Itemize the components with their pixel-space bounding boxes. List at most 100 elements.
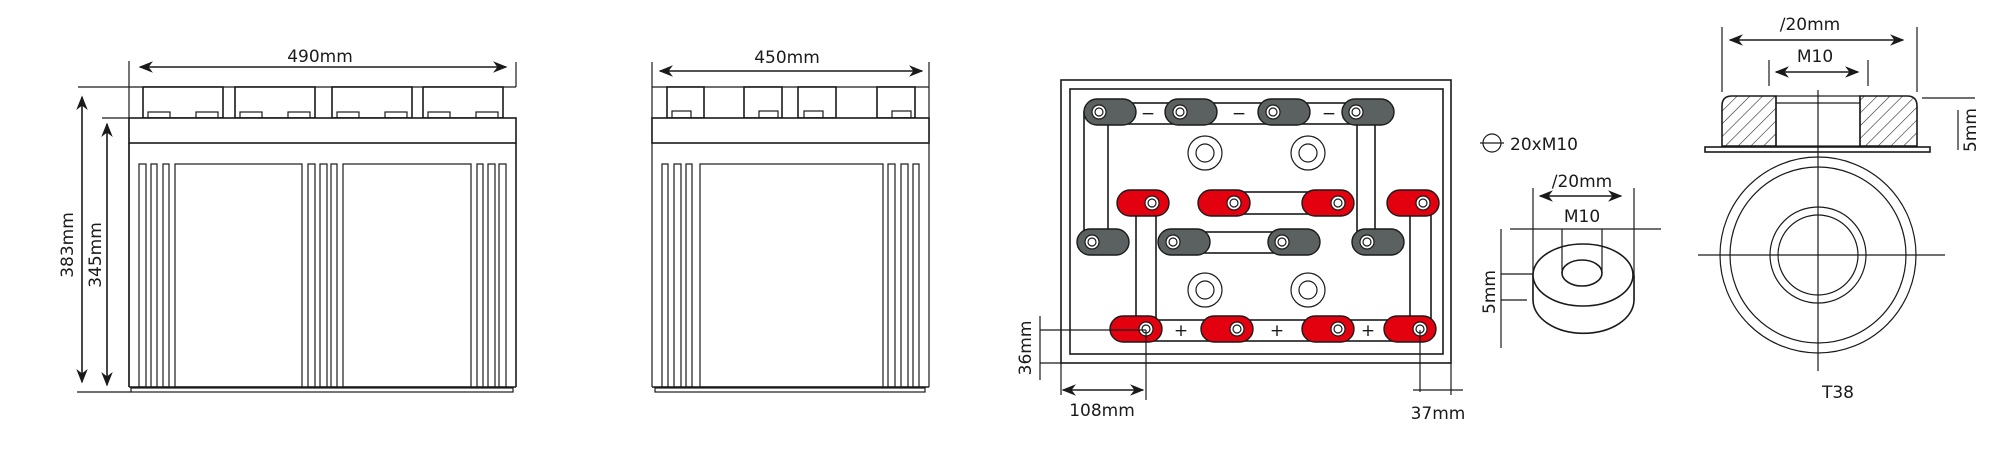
- cooling-fin: [307, 163, 316, 388]
- positive-terminal: [1197, 189, 1251, 217]
- negative-sign: −: [1232, 104, 1246, 124]
- row-offset-label: 36mm: [1016, 321, 1036, 376]
- terminal-hole: [1351, 107, 1361, 117]
- vent-plug: [1187, 272, 1223, 308]
- vent-plug: [1187, 135, 1223, 171]
- terminal-hole: [1226, 195, 1242, 211]
- label-panel: [699, 163, 884, 388]
- negative-sign: −: [1141, 104, 1155, 124]
- cell-cover: [666, 86, 705, 119]
- positive-terminal: [1386, 189, 1440, 217]
- positive-terminal: [1116, 189, 1170, 217]
- cell-cover: [142, 86, 224, 119]
- terminal-hole: [1094, 107, 1104, 117]
- terminal-hole: [1091, 104, 1107, 120]
- busbar-connector: [1083, 111, 1109, 243]
- terminal-hole: [1087, 237, 1097, 247]
- cooling-fin: [330, 163, 338, 388]
- terminal-hole: [1147, 198, 1157, 208]
- positive-sign: +: [1270, 321, 1284, 341]
- terminal-offset-label: 108mm: [1069, 401, 1135, 421]
- cooling-fin: [685, 163, 693, 388]
- terminal-hole: [1084, 234, 1100, 250]
- terminal-hole: [1418, 198, 1428, 208]
- vent-plug: [1195, 143, 1215, 163]
- t38-name-label: T38: [1821, 383, 1854, 403]
- top-view-terminal-layout: − − − + + + 36mm 108mm 37mm: [1016, 79, 1466, 424]
- label-panel: [342, 163, 472, 388]
- terminal-hole: [1168, 237, 1178, 247]
- terminal-hole: [1333, 324, 1343, 334]
- cell-cover: [422, 86, 504, 119]
- terminal-hole: [1415, 195, 1431, 211]
- cooling-fin: [487, 163, 496, 388]
- busbar-connector: [1098, 102, 1357, 125]
- cooling-fin: [138, 163, 147, 388]
- diameter-label: ∕20mm: [1552, 172, 1612, 192]
- vent-plug: [1290, 135, 1326, 171]
- t38-thread-label: M10: [1797, 47, 1833, 67]
- positive-sign: +: [1361, 321, 1375, 341]
- terminal-hole: [1348, 104, 1364, 120]
- positive-terminal: [1109, 315, 1163, 343]
- terminal-hole: [1175, 107, 1185, 117]
- width-label: 490mm: [287, 47, 353, 67]
- terminal-hole: [1359, 234, 1375, 250]
- busbar-connector: [1356, 111, 1376, 243]
- terminal-hole: [1165, 234, 1181, 250]
- terminal-hole: [1229, 198, 1239, 208]
- terminal-hole: [1274, 234, 1290, 250]
- vent-plug: [1298, 143, 1318, 163]
- cooling-fin: [661, 163, 669, 388]
- cell-cover: [234, 86, 316, 119]
- total-height-label: 383mm: [58, 212, 78, 278]
- terminal-hole: [1333, 198, 1343, 208]
- cooling-fin: [498, 163, 507, 388]
- cooling-fin: [319, 163, 328, 388]
- positive-terminal: [1301, 315, 1355, 343]
- body-height-label: 345mm: [86, 222, 106, 288]
- negative-sign: −: [1322, 104, 1336, 124]
- terminal-hole: [1232, 324, 1242, 334]
- label-panel: [174, 163, 303, 388]
- cooling-fin: [887, 163, 896, 388]
- positive-sign: +: [1174, 321, 1188, 341]
- cell-cover: [743, 86, 783, 119]
- depth-label: 450mm: [754, 48, 820, 68]
- terminal-hole: [1277, 237, 1287, 247]
- height-label: 5mm: [1480, 270, 1500, 314]
- thread-label: M10: [1564, 207, 1600, 227]
- terminal-spec-label: 20xM10: [1510, 135, 1578, 155]
- terminal-hole: [1172, 104, 1188, 120]
- terminal-hole: [1144, 195, 1160, 211]
- small-terminal-isometric: ∕20mm M10 5mm: [1480, 172, 1661, 348]
- t38-height-label: 5mm: [1961, 108, 1981, 152]
- cooling-fin: [476, 163, 484, 388]
- cooling-fin: [900, 163, 909, 388]
- terminal-hole: [1268, 107, 1278, 117]
- vent-plug: [1195, 280, 1215, 300]
- cell-cover: [876, 86, 916, 119]
- busbar-connector: [1409, 202, 1432, 330]
- vent-plug: [1290, 272, 1326, 308]
- cooling-fin: [150, 163, 158, 388]
- terminal-spec-legend: 20xM10: [1480, 133, 1578, 155]
- vent-plug: [1298, 280, 1318, 300]
- cooling-fin: [673, 163, 682, 388]
- cooling-fin: [162, 163, 170, 388]
- terminal-hole: [1265, 104, 1281, 120]
- positive-terminal: [1301, 189, 1355, 217]
- busbar-connector: [1135, 202, 1157, 330]
- t38-diameter-label: ∕20mm: [1780, 15, 1840, 35]
- terminal-hole: [1330, 195, 1346, 211]
- cooling-fin: [912, 163, 920, 388]
- t38-terminal-detail: ∕20mm M10 5mm T38: [1698, 15, 1981, 403]
- terminal-hole: [1362, 237, 1372, 247]
- positive-terminal: [1200, 315, 1254, 343]
- terminal-hole: [1330, 321, 1346, 337]
- terminal-hole: [1229, 321, 1245, 337]
- front-view: 490mm 383mm 345mm: [58, 47, 517, 393]
- edge-offset-label: 37mm: [1411, 404, 1466, 424]
- cell-cover: [331, 86, 413, 119]
- positive-terminal: [1383, 315, 1437, 343]
